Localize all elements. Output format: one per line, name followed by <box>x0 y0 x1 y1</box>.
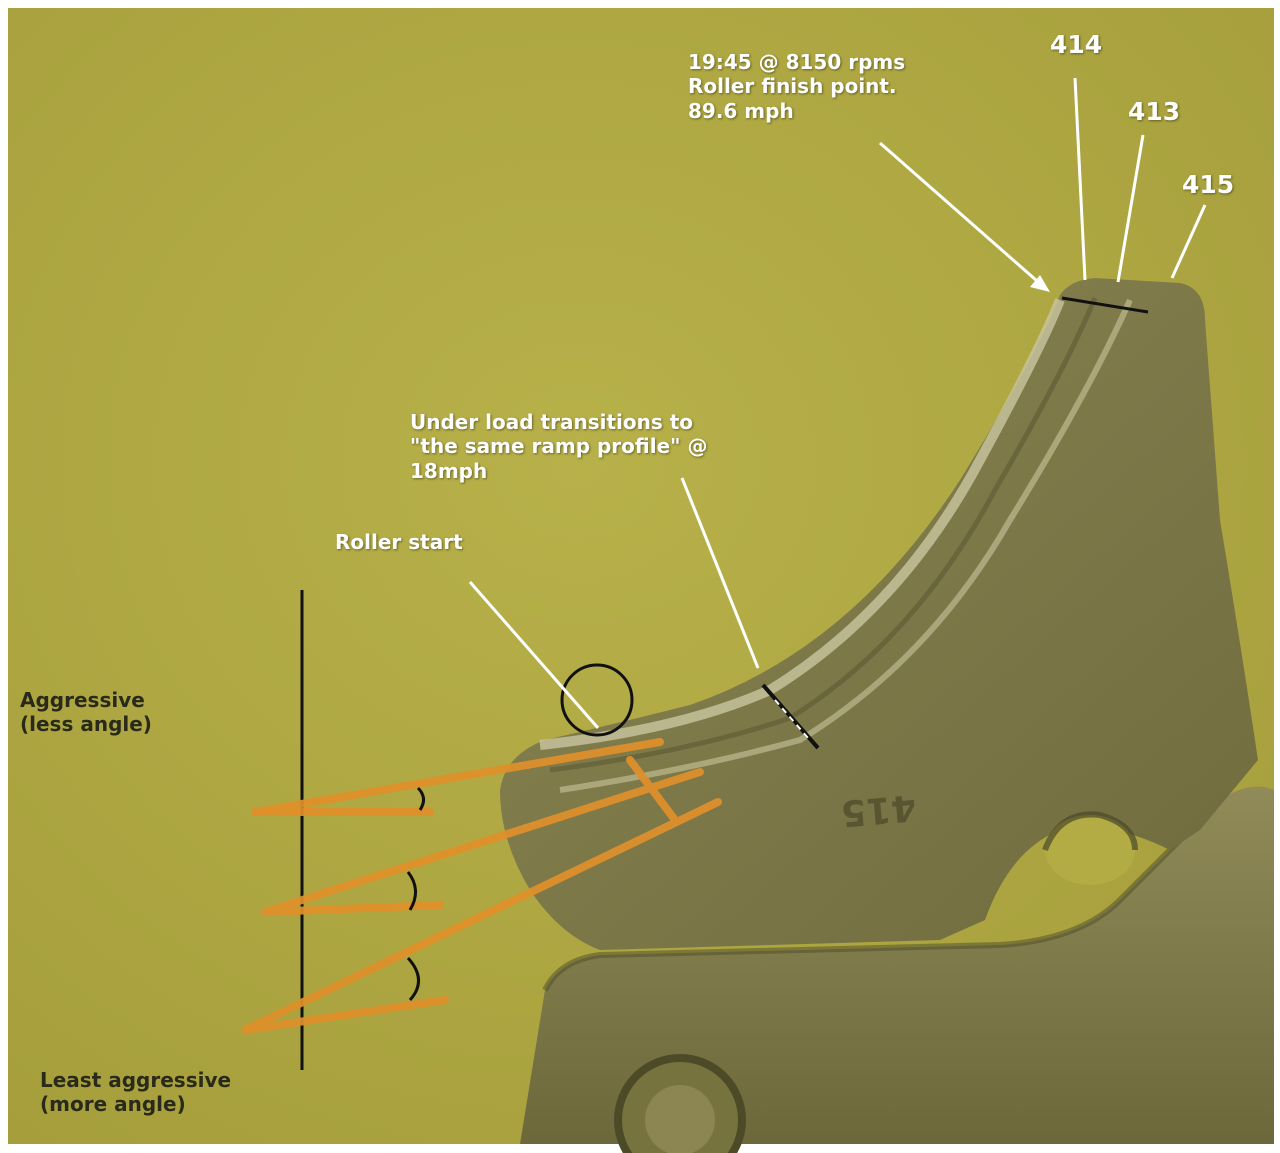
p415-pointer <box>1170 204 1207 279</box>
transition-annotation: Under load transitions to "the same ramp… <box>410 410 708 483</box>
transition-mark-white <box>774 699 809 739</box>
p414-pointer <box>1073 77 1087 281</box>
transition-pointer <box>680 477 760 669</box>
ramp-face-highlight <box>539 298 1065 750</box>
part-number-415: 415 <box>1182 170 1235 199</box>
aggressive-annotation: Aggressive (less angle) <box>20 688 152 737</box>
p413-pointer <box>1116 134 1145 283</box>
least-aggressive-annotation: Least aggressive (more angle) <box>40 1068 232 1117</box>
ramp-body <box>500 278 1258 950</box>
angle-arc-3 <box>406 956 420 1002</box>
angle-arc-2 <box>406 871 417 911</box>
roller-start-annotation: Roller start <box>335 530 463 554</box>
roller-start-pointer <box>468 581 600 729</box>
pivot-hole <box>1045 815 1135 885</box>
part-number-414: 414 <box>1050 30 1103 59</box>
ramp-face-edge <box>559 298 1133 793</box>
engraved-marking: 415 <box>839 786 917 833</box>
finish-pointer-head <box>1030 275 1050 292</box>
bracket-shadow <box>542 797 1223 992</box>
rivet-center <box>645 1085 715 1153</box>
finish-mark <box>1061 296 1149 314</box>
roller-start-circle <box>560 663 634 737</box>
angle-arc-1 <box>416 786 425 811</box>
finish-annotation: 19:45 @ 8150 rpms Roller finish point. 8… <box>688 50 906 123</box>
finish-pointer <box>879 141 1046 290</box>
pivot-hole-shadow <box>1042 811 1138 852</box>
part-number-413: 413 <box>1128 97 1181 126</box>
ramp-face-inner <box>549 297 1098 773</box>
bracket-arm <box>520 786 1274 1144</box>
